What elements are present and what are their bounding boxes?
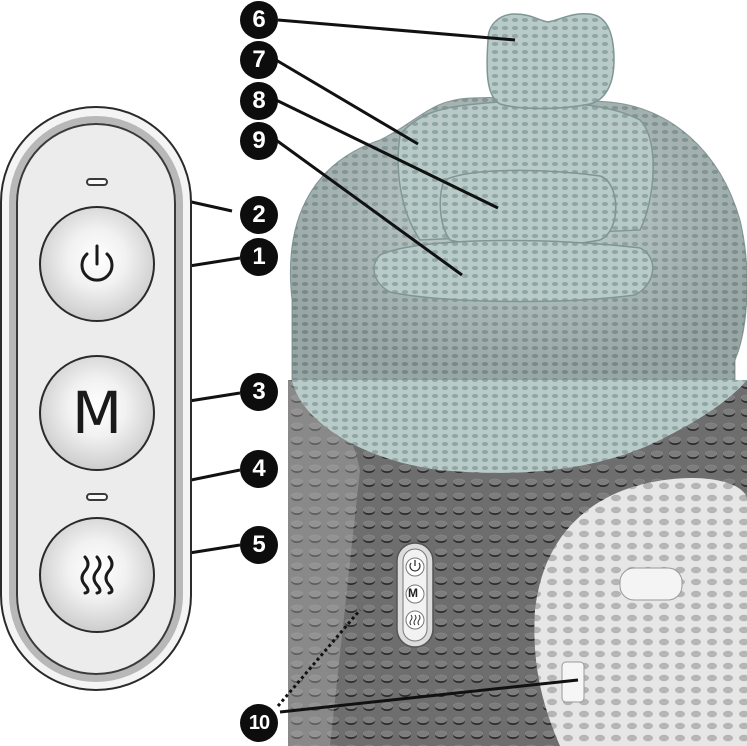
callout-4: 4 [240,450,278,488]
heat-indicator-led [86,493,108,501]
callout-1: 1 [240,238,278,276]
closeup-mode-label: M [408,586,418,600]
callout-2: 2 [240,196,278,234]
mode-button[interactable]: M [39,355,155,471]
heat-button[interactable] [39,517,155,633]
callout-7: 7 [240,41,278,79]
power-indicator-led [86,178,108,186]
mode-button-label: M [72,384,122,442]
heat-icon [71,549,123,601]
callout-3: 3 [240,373,278,411]
callout-10: 10 [240,704,278,742]
chair-body [290,97,747,470]
callout-6: 6 [240,1,278,39]
head-pillow [487,14,614,109]
callout-9: 9 [240,122,278,160]
callout-8: 8 [240,82,278,120]
callout-5: 5 [240,526,278,564]
closeup-remote [397,543,682,702]
power-button[interactable] [39,206,155,322]
power-icon [73,240,121,288]
closeup-photo [288,380,747,746]
